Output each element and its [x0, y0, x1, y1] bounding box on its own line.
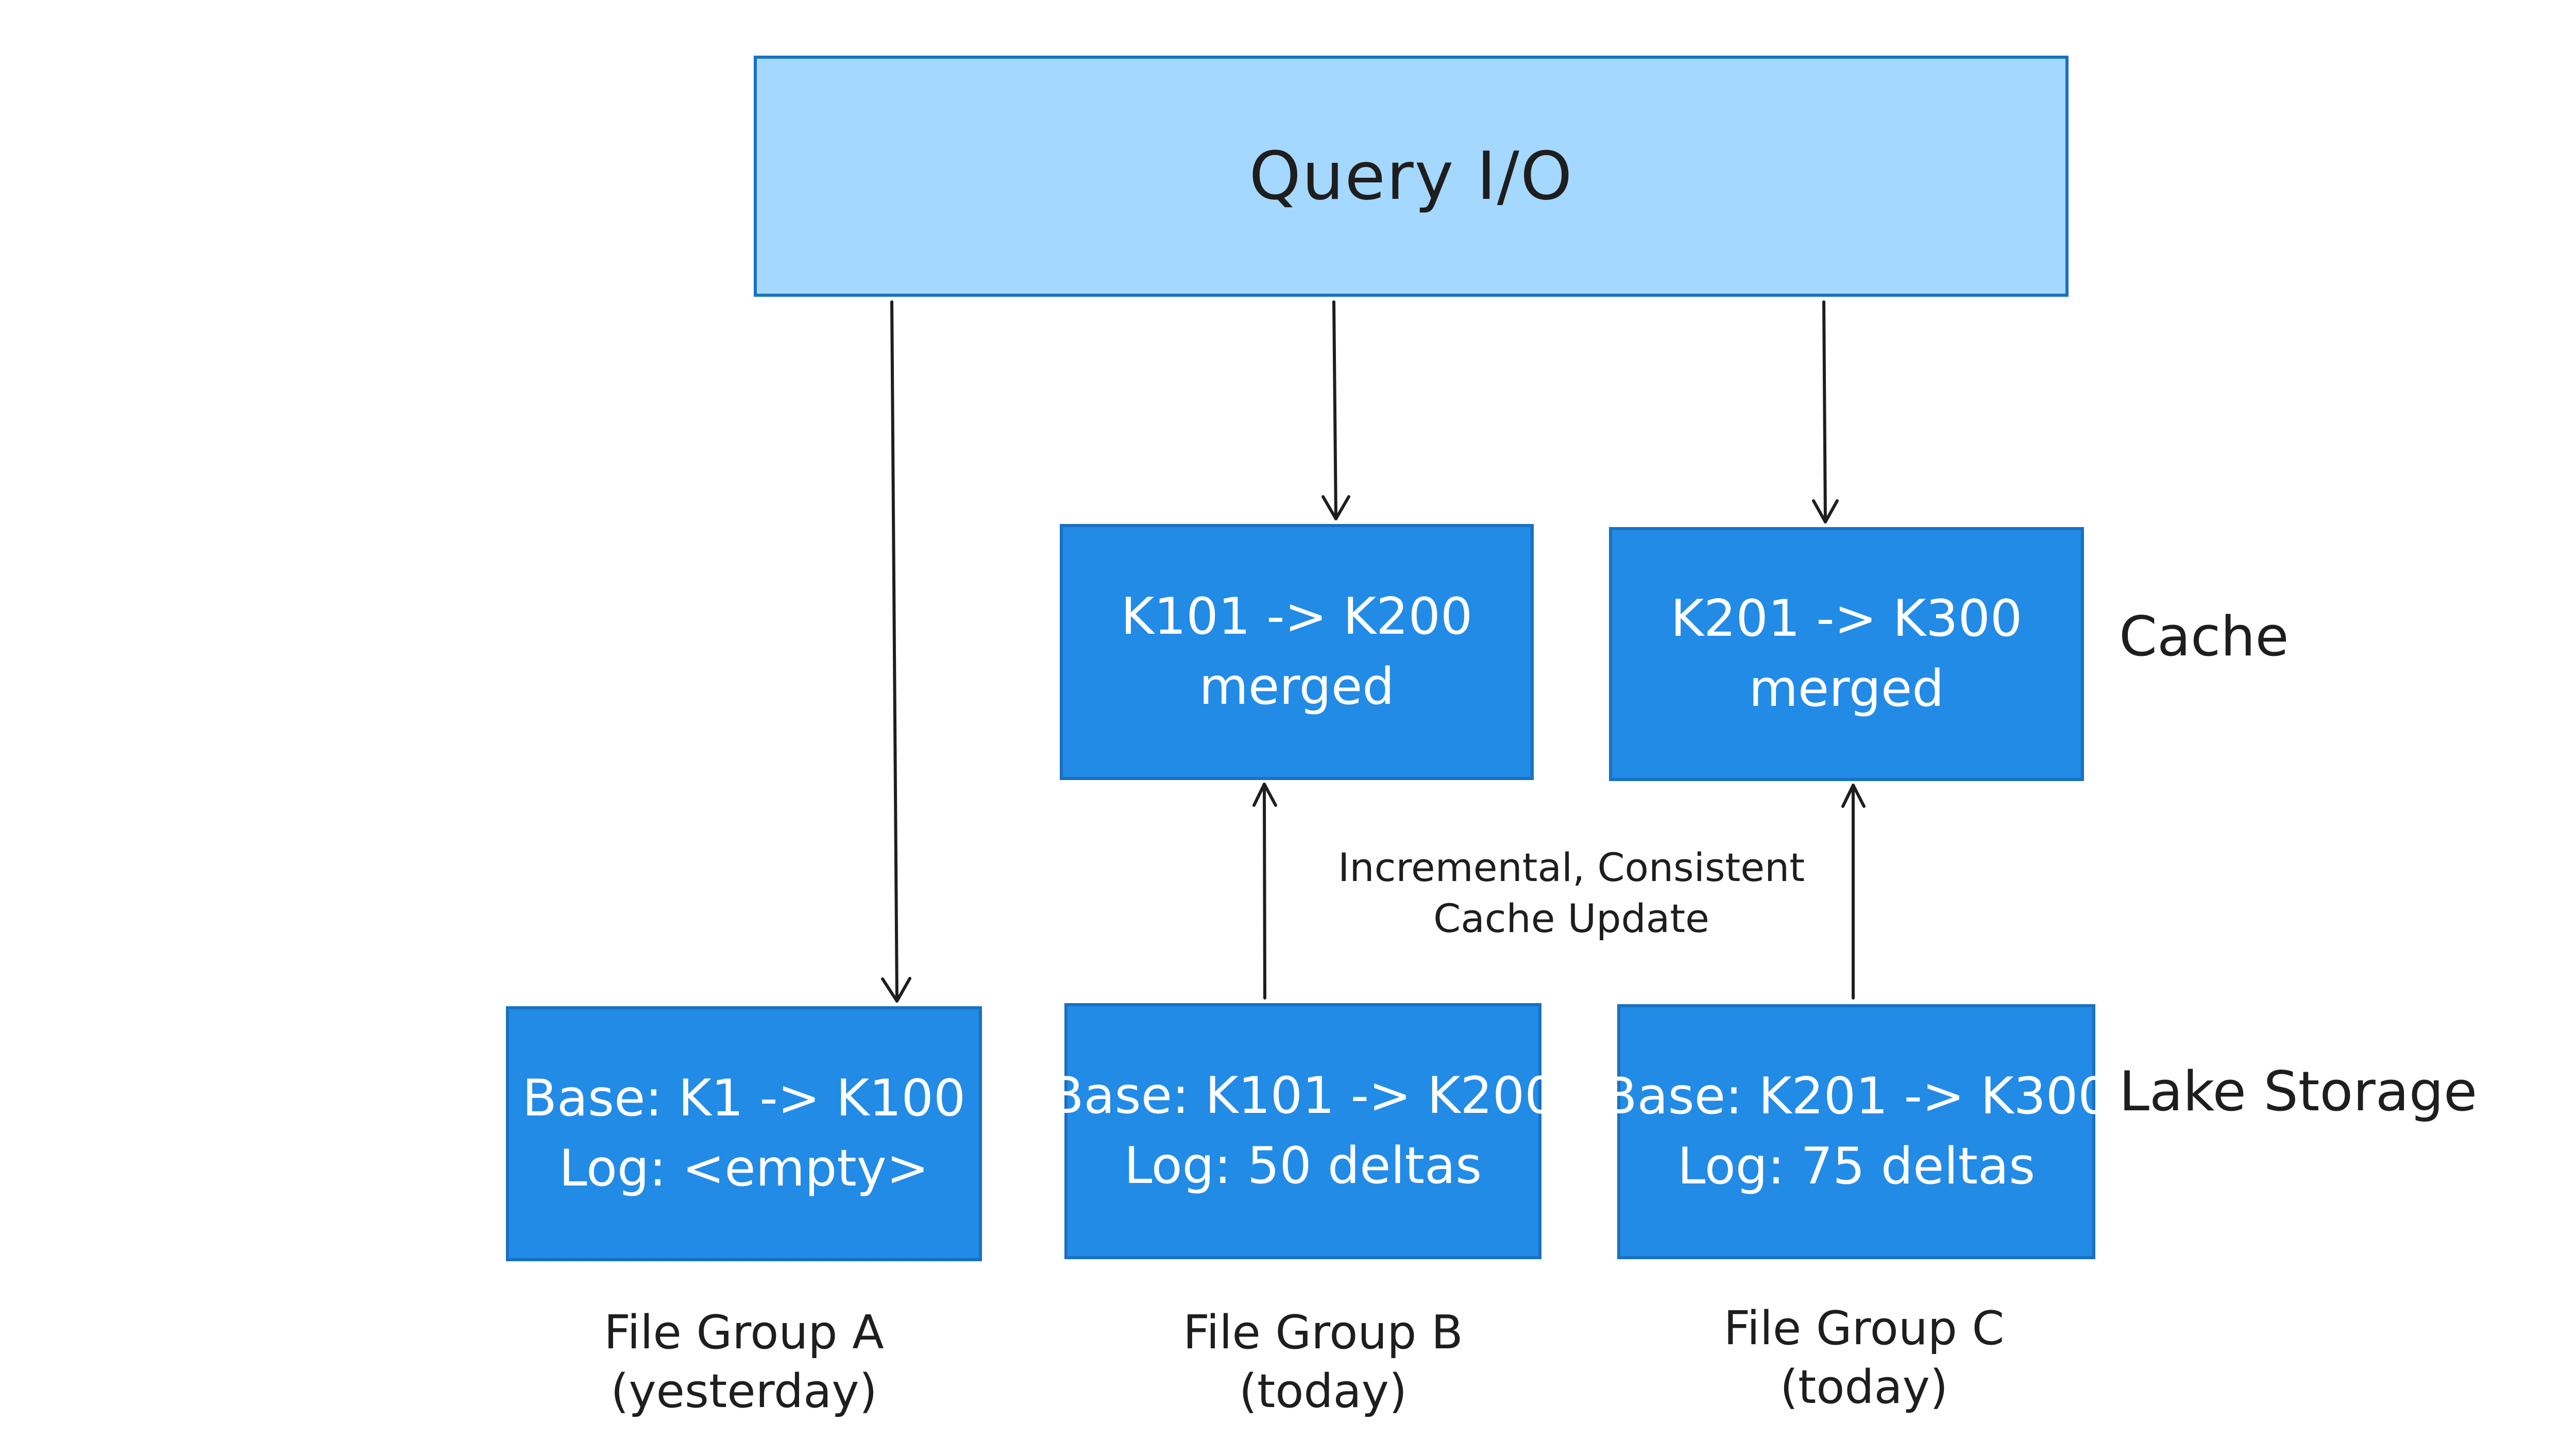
- storage-box-a: Base: K1 -> K100 Log: <empty>: [506, 1006, 982, 1261]
- storage-box-a-log: Log: <empty>: [559, 1139, 929, 1198]
- storage-box-c-base: Base: K201 -> K300: [1602, 1067, 2110, 1126]
- cache-box-c: K201 -> K300 merged: [1609, 527, 2084, 781]
- cache-box-c-status: merged: [1749, 659, 1944, 718]
- arrow-query-to-storage-a: [881, 300, 911, 1003]
- file-group-c-name: File Group C: [1723, 1301, 2005, 1356]
- arrow-query-to-cache-c: [1812, 300, 1839, 523]
- file-group-a-when: (yesterday): [611, 1364, 877, 1419]
- cache-box-b: K101 -> K200 merged: [1060, 524, 1534, 780]
- storage-box-b: Base: K101 -> K200 Log: 50 deltas: [1049, 1003, 1557, 1259]
- file-group-c-caption: File Group C (today): [1658, 1299, 2070, 1417]
- storage-box-b-base: Base: K101 -> K200: [1049, 1066, 1557, 1126]
- storage-box-a-base: Base: K1 -> K100: [522, 1069, 966, 1128]
- file-group-b-name: File Group B: [1183, 1306, 1463, 1360]
- file-group-b-when: (today): [1239, 1364, 1408, 1419]
- cache-label: Cache: [2119, 605, 2289, 668]
- arrow-query-to-cache-b: [1321, 300, 1350, 520]
- arrow-storage-c-to-cache-c: [1841, 784, 1866, 1000]
- cache-update-note-line1: Incremental, Consistent: [1337, 844, 1805, 890]
- query-io-box: Query I/O: [754, 56, 2069, 297]
- cache-box-c-range: K201 -> K300: [1670, 589, 2023, 649]
- file-group-c-when: (today): [1780, 1360, 1948, 1415]
- storage-box-c: Base: K201 -> K300 Log: 75 deltas: [1602, 1004, 2110, 1259]
- storage-box-b-log: Log: 50 deltas: [1124, 1136, 1482, 1195]
- arrow-storage-b-to-cache-b: [1252, 783, 1277, 1000]
- cache-update-note-line2: Cache Update: [1433, 895, 1709, 941]
- cache-box-b-status: merged: [1199, 657, 1395, 716]
- cache-box-b-range: K101 -> K200: [1121, 587, 1473, 647]
- file-group-a-caption: File Group A (yesterday): [538, 1303, 950, 1421]
- file-group-b-caption: File Group B (today): [1117, 1303, 1529, 1421]
- file-group-a-name: File Group A: [604, 1306, 884, 1360]
- cache-update-note: Incremental, Consistent Cache Update: [1267, 842, 1875, 944]
- lake-storage-label: Lake Storage: [2119, 1060, 2478, 1123]
- query-io-label: Query I/O: [1249, 138, 1573, 215]
- storage-box-c-log: Log: 75 deltas: [1677, 1137, 2036, 1196]
